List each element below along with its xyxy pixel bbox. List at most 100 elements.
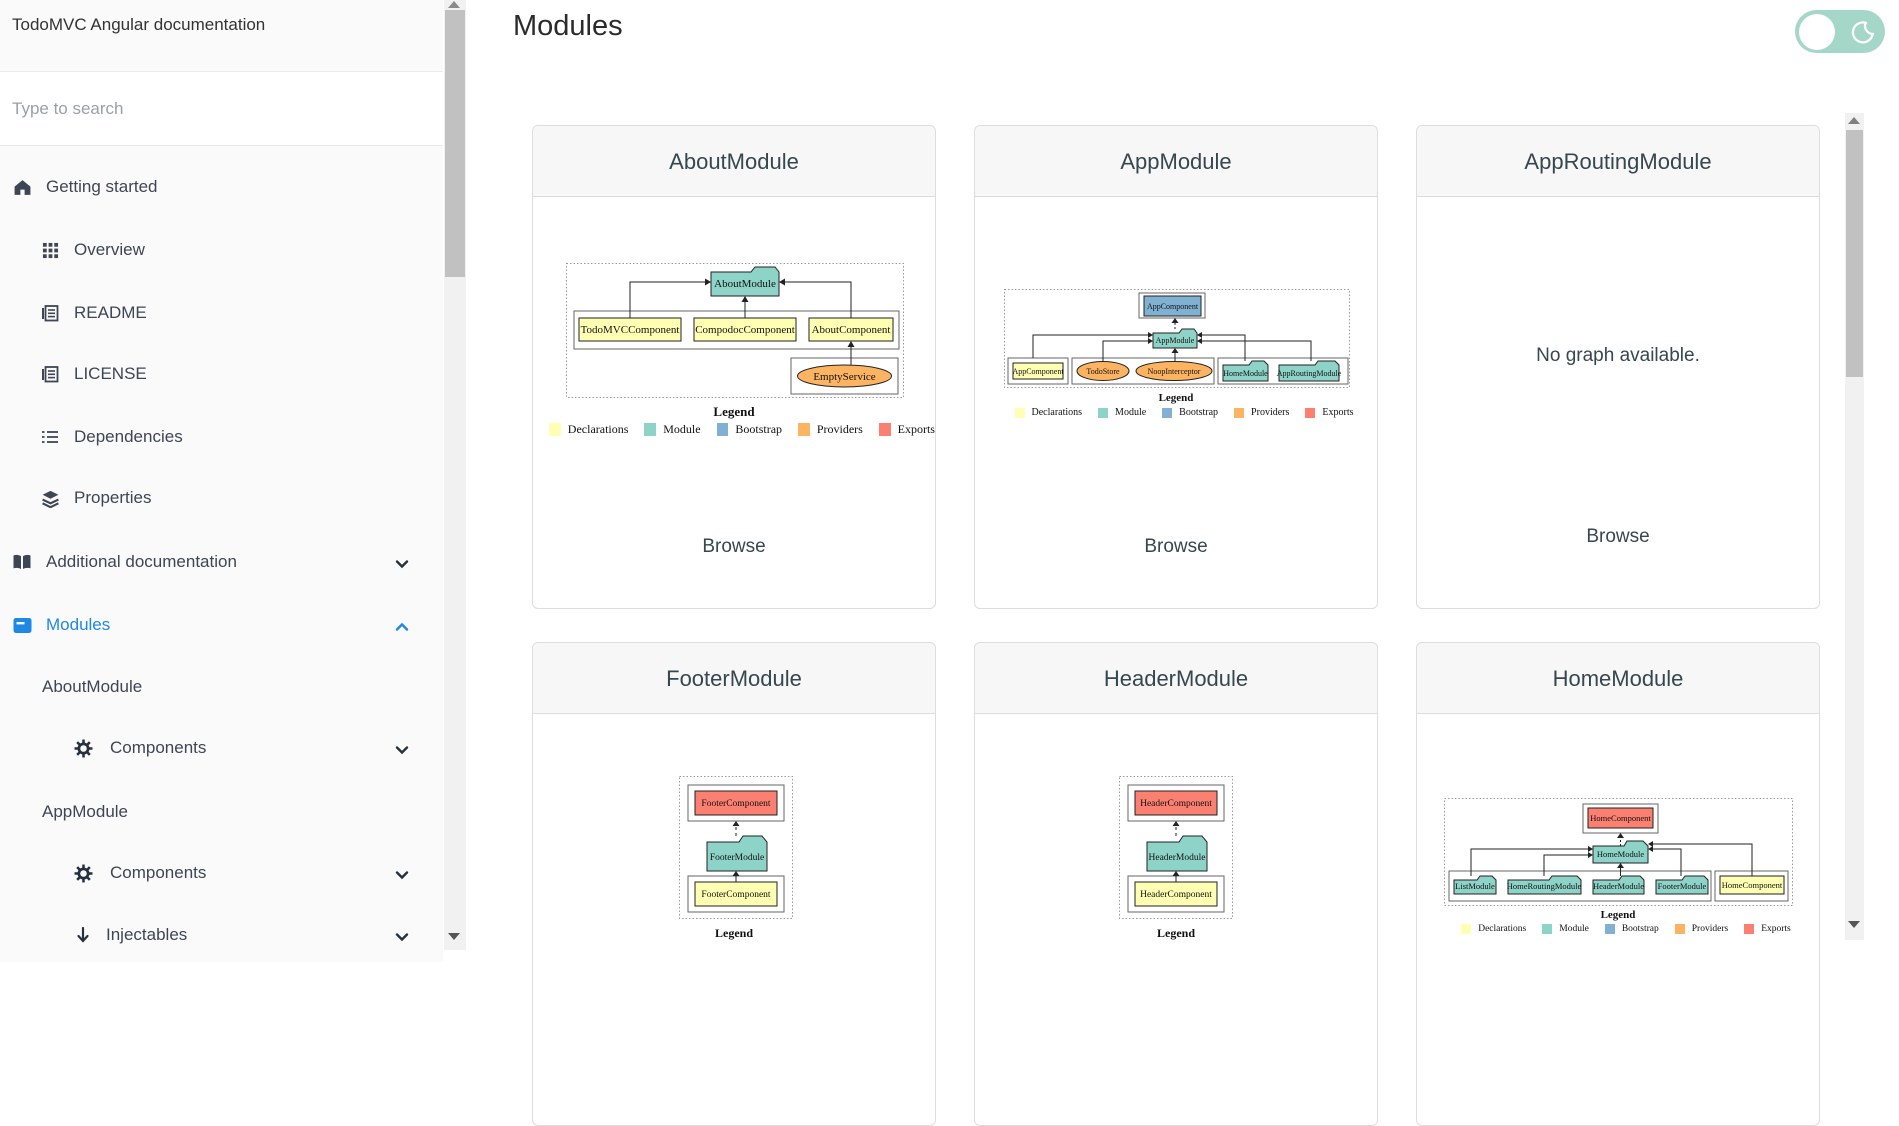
scroll-up-arrow[interactable]: [448, 1, 460, 8]
svg-text:TodoMVCComponent: TodoMVCComponent: [581, 324, 680, 336]
legend-swatch-declarations: [1461, 924, 1472, 934]
card-title[interactable]: AppRoutingModule: [1417, 126, 1819, 197]
sidebar-item-appmodule[interactable]: AppModule: [42, 802, 129, 821]
legend-swatch-declarations: [1014, 407, 1025, 418]
legend-swatch-providers: [1234, 407, 1245, 418]
legend-title: Legend: [1156, 926, 1195, 940]
svg-text:AppRoutingModule: AppRoutingModule: [1277, 369, 1342, 378]
sidebar: TodoMVC Angular documentation Getting st…: [0, 0, 443, 962]
scroll-down-arrow[interactable]: [1848, 921, 1860, 928]
app-title: TodoMVC Angular documentation: [12, 15, 266, 34]
sidebar-item-properties[interactable]: Properties: [40, 483, 151, 513]
card-title[interactable]: AppModule: [975, 126, 1377, 197]
svg-text:HeaderComponent: HeaderComponent: [1140, 890, 1212, 900]
module-icon: [12, 615, 32, 635]
svg-text:HomeRoutingModule: HomeRoutingModule: [1507, 881, 1582, 891]
sidebar-item-aboutmodule[interactable]: AboutModule: [42, 677, 143, 696]
svg-text:HomeComponent: HomeComponent: [1590, 813, 1651, 823]
svg-text:CompodocComponent: CompodocComponent: [695, 324, 795, 336]
legend-title: Legend: [1158, 392, 1194, 404]
svg-text:HomeComponent: HomeComponent: [1722, 880, 1783, 890]
module-card-appmodule: AppModule AppComponent AppModule AppComp…: [974, 125, 1378, 609]
sidebar-item-overview[interactable]: Overview: [40, 235, 145, 265]
chevron-up-icon[interactable]: [393, 618, 411, 636]
browse-button[interactable]: Browse: [1586, 526, 1650, 547]
module-card-aboutmodule: AboutModule AboutModule TodoMVCComponent…: [532, 125, 936, 609]
list-icon: [40, 427, 60, 447]
svg-text:AppComponent: AppComponent: [1147, 302, 1199, 311]
svg-text:HomeModule: HomeModule: [1597, 849, 1644, 859]
svg-text:HomeModule: HomeModule: [1223, 369, 1268, 378]
legend-swatch-module: [644, 423, 657, 436]
sidebar-item-modules[interactable]: Modules: [12, 610, 110, 640]
module-card-footermodule: FooterModule FooterComponent FooterModul…: [532, 642, 936, 1126]
legend-title: Legend: [713, 404, 755, 419]
chevron-down-icon[interactable]: [393, 555, 411, 573]
card-title[interactable]: FooterModule: [533, 643, 935, 714]
sidebar-item-about-components[interactable]: Components: [73, 733, 206, 763]
module-card-approutingmodule: AppRoutingModule No graph available. Bro…: [1416, 125, 1820, 609]
headermodule-dependency-graph: HeaderComponent HeaderModule HeaderCompo…: [1119, 776, 1233, 919]
chevron-down-icon[interactable]: [393, 741, 411, 759]
dark-mode-toggle[interactable]: [1795, 10, 1885, 53]
svg-text:NoopInterceptor: NoopInterceptor: [1148, 367, 1201, 376]
document-icon: [40, 303, 60, 323]
module-card-headermodule: HeaderModule HeaderComponent HeaderModul…: [974, 642, 1378, 1126]
legend-row: Declarations Module Bootstrap Providers …: [1417, 924, 1819, 934]
svg-text:AboutComponent: AboutComponent: [812, 324, 891, 336]
legend-title: Legend: [714, 926, 753, 940]
layers-icon: [40, 488, 60, 508]
page-title: Modules: [513, 10, 623, 42]
svg-text:TodoStore: TodoStore: [1086, 367, 1120, 376]
svg-text:HeaderModule: HeaderModule: [1593, 881, 1644, 891]
grid-icon: [40, 240, 60, 260]
svg-text:FooterComponent: FooterComponent: [701, 799, 770, 809]
content-scrollbar-thumb[interactable]: [1846, 130, 1863, 377]
aboutmodule-dependency-graph: AboutModule TodoMVCComponent CompodocCom…: [566, 263, 904, 398]
legend-swatch-bootstrap: [716, 423, 729, 436]
chevron-down-icon[interactable]: [393, 928, 411, 946]
svg-text:AboutModule: AboutModule: [714, 278, 776, 290]
arrow-down-icon: [73, 925, 93, 945]
card-title[interactable]: AboutModule: [533, 126, 935, 197]
toggle-knob: [1799, 13, 1835, 50]
legend-swatch-providers: [1674, 924, 1685, 934]
sidebar-item-license[interactable]: LICENSE: [40, 359, 147, 389]
legend-swatch-module: [1542, 924, 1553, 934]
sidebar-item-readme[interactable]: README: [40, 298, 147, 328]
svg-text:AppComponent: AppComponent: [1012, 367, 1064, 376]
sidebar-item-dependencies[interactable]: Dependencies: [40, 422, 183, 452]
browse-button[interactable]: Browse: [702, 536, 766, 557]
scroll-up-arrow[interactable]: [1848, 117, 1860, 124]
no-graph-message: No graph available.: [1536, 345, 1700, 366]
content-scrollbar[interactable]: [1845, 113, 1864, 940]
sidebar-item-getting-started[interactable]: Getting started: [12, 172, 158, 202]
main-content: Modules AboutModule AboutModule TodoMVCC…: [466, 0, 1899, 1126]
search-bar: [0, 72, 443, 146]
svg-text:EmptyService: EmptyService: [813, 371, 875, 383]
sidebar-item-additional-documentation[interactable]: Additional documentation: [12, 547, 237, 577]
homemodule-dependency-graph: HomeComponent HomeModule ListModule Home…: [1444, 798, 1793, 906]
legend-swatch-declarations: [549, 423, 561, 436]
module-card-homemodule: HomeModule HomeComponent HomeModule List…: [1416, 642, 1820, 1126]
legend-swatch-providers: [798, 423, 810, 436]
legend-title: Legend: [1600, 909, 1636, 921]
card-title[interactable]: HomeModule: [1417, 643, 1819, 714]
legend-row: Declarations Module Bootstrap Providers …: [533, 422, 935, 437]
chevron-down-icon[interactable]: [393, 866, 411, 884]
svg-text:HeaderModule: HeaderModule: [1149, 853, 1206, 863]
legend-swatch-exports: [1744, 924, 1755, 934]
sidebar-item-app-components[interactable]: Components: [73, 858, 206, 888]
scroll-down-arrow[interactable]: [448, 933, 460, 940]
legend-swatch-module: [1098, 407, 1109, 418]
search-input[interactable]: [12, 94, 412, 124]
sidebar-item-injectables[interactable]: Injectables: [73, 920, 187, 950]
gear-icon: [73, 863, 93, 883]
card-title[interactable]: HeaderModule: [975, 643, 1377, 714]
svg-text:ListModule: ListModule: [1455, 881, 1495, 891]
sidebar-scrollbar-thumb[interactable]: [445, 10, 465, 277]
browse-button[interactable]: Browse: [1144, 536, 1208, 557]
sidebar-scrollbar[interactable]: [444, 0, 466, 950]
appmodule-dependency-graph: AppComponent AppModule AppComponent Todo…: [1004, 289, 1350, 388]
svg-text:AppModule: AppModule: [1156, 336, 1195, 345]
